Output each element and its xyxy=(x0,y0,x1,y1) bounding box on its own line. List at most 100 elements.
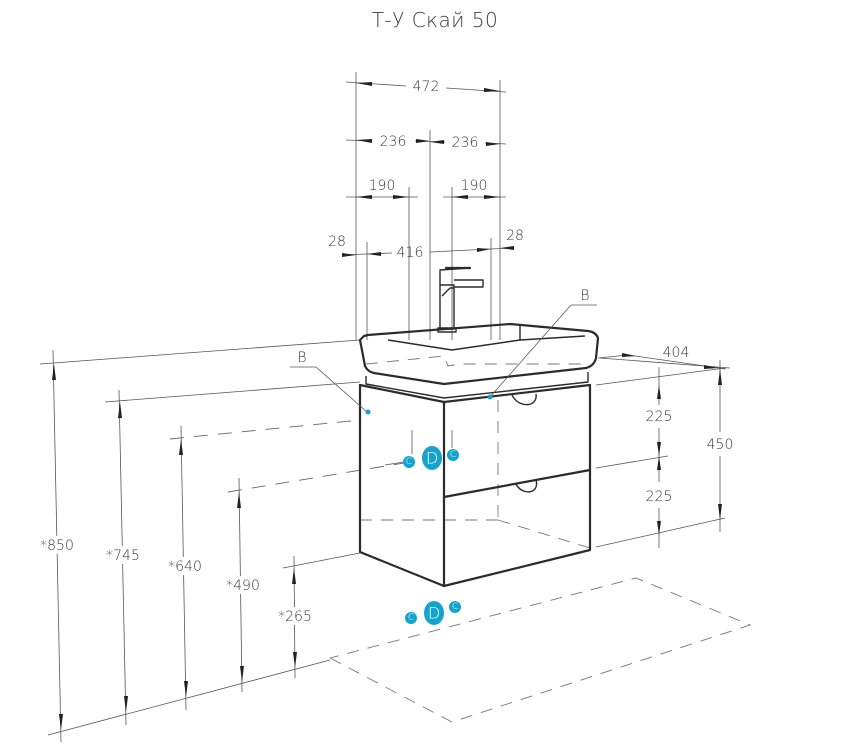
faucet-lever xyxy=(439,267,471,285)
height-dimensions: *850 *745 *640 *490 *265 xyxy=(36,349,318,743)
basin xyxy=(358,322,600,399)
drawing-title: Т-У Скай 50 xyxy=(372,8,499,32)
arrow-236-a xyxy=(356,139,372,143)
arrow-745-bottom xyxy=(124,696,128,712)
basin-inner-rim-right xyxy=(519,335,586,341)
ref-line-490 xyxy=(227,461,411,493)
ref-line-265 xyxy=(282,552,361,569)
ref-line-850 xyxy=(39,339,361,365)
dim-line-472-left xyxy=(345,81,407,87)
dim-450: 450 xyxy=(707,437,734,453)
faucet-body xyxy=(439,284,455,330)
label-bg-265 xyxy=(274,607,318,625)
arrow-236-c xyxy=(430,140,444,144)
drawer-split-line xyxy=(442,468,592,499)
arrow-236-d xyxy=(486,142,500,146)
dim-490: *490 xyxy=(226,578,260,594)
marker-upper-d-label: D xyxy=(426,449,438,468)
arrow-416-left xyxy=(367,252,381,256)
ref-line-640 xyxy=(169,419,361,440)
hidden-edge-back-right xyxy=(497,519,591,549)
label-bg-490 xyxy=(222,576,264,594)
marker-lower-c-left xyxy=(405,612,417,624)
callout-b-right: B xyxy=(487,288,597,400)
arrow-850-top xyxy=(52,364,56,380)
dim-472: 472 xyxy=(413,79,440,95)
arrow-265-bottom xyxy=(293,652,297,668)
faucet-base xyxy=(437,327,457,333)
arrow-490-bottom xyxy=(240,666,244,682)
callout-b-right-leader xyxy=(489,304,572,398)
dim-236-right: 236 xyxy=(452,135,479,151)
vanity-cabinet xyxy=(358,383,592,588)
arrow-850-bottom xyxy=(59,714,63,730)
dim-265: *265 xyxy=(278,609,312,625)
basin-outer xyxy=(358,322,600,386)
arrow-404-left xyxy=(622,353,636,357)
arrow-450-bottom xyxy=(718,504,722,520)
arrow-225-2 xyxy=(657,442,661,456)
marker-upper-leader xyxy=(384,461,405,466)
basin-inner-rim xyxy=(387,325,521,351)
arrow-190-b xyxy=(393,195,409,199)
dim-850: *850 xyxy=(40,538,74,554)
callout-b-left-label: B xyxy=(297,350,306,366)
arrow-28-left xyxy=(342,253,356,257)
dim-225-bottom: 225 xyxy=(646,489,673,505)
dim-236-left: 236 xyxy=(380,134,407,150)
label-bg-640 xyxy=(164,557,206,575)
marker-upper-c-right-label: C xyxy=(450,450,456,460)
cabinet-top-edge xyxy=(358,383,592,404)
dim-line-416-right xyxy=(429,247,513,253)
arrow-190-a xyxy=(356,195,372,199)
arrow-190-d xyxy=(484,195,500,199)
drawer-handle-top xyxy=(511,393,537,406)
faucet-neck xyxy=(441,287,454,297)
arrow-450-top xyxy=(718,369,722,385)
arrow-190-c xyxy=(452,195,468,199)
arrow-236-b xyxy=(416,139,430,143)
callout-b-left-leader xyxy=(315,366,368,413)
width-dimensions: 472 236 236 190 190 28 416 28 xyxy=(328,72,524,340)
dim-640: *640 xyxy=(168,559,202,575)
floor-outline xyxy=(329,577,752,723)
cabinet-right-side xyxy=(442,383,592,588)
arrow-28-right xyxy=(500,246,514,250)
marker-group-lower: C D C xyxy=(405,601,461,625)
cabinet-left-side xyxy=(358,383,446,588)
dim-416: 416 xyxy=(397,245,424,261)
marker-lower-c-right-label: C xyxy=(452,602,458,612)
dim-28-left: 28 xyxy=(328,234,346,250)
arrow-225-3 xyxy=(657,456,661,470)
marker-upper-c-right xyxy=(447,449,459,461)
label-bg-745 xyxy=(102,546,144,564)
arrow-640-top xyxy=(179,439,183,455)
arrow-225-1 xyxy=(657,385,661,399)
marker-upper-c-left xyxy=(403,456,415,468)
arrow-490-top xyxy=(237,492,241,508)
dim-404: 404 xyxy=(663,345,690,361)
basin-base-plate xyxy=(365,372,589,399)
marker-lower-c-left-label: C xyxy=(408,613,414,623)
marker-upper-c-left-label: C xyxy=(406,457,412,467)
arrow-472-right xyxy=(484,88,500,92)
basin-hidden-bowl xyxy=(365,355,590,367)
wall-reference-lines xyxy=(39,339,731,736)
marker-lower-d-label: D xyxy=(428,604,440,623)
ref-line-right-mid xyxy=(595,455,669,469)
callout-b-right-label: B xyxy=(580,288,589,304)
arrow-472-left xyxy=(356,82,372,86)
floor-line xyxy=(47,659,331,736)
marker-lower-d xyxy=(424,601,444,625)
label-bg-850 xyxy=(36,536,78,554)
arrow-404-right xyxy=(704,365,718,369)
arrow-640-bottom xyxy=(184,681,188,697)
right-dimensions: 404 225 225 450 xyxy=(597,345,734,548)
ref-line-right-top xyxy=(595,367,726,386)
floor-rectangle xyxy=(329,577,752,723)
callout-b-left: B xyxy=(290,350,371,415)
dim-190-right: 190 xyxy=(461,178,488,194)
callout-b-right-dot xyxy=(487,394,493,400)
arrow-265-top xyxy=(292,568,296,584)
